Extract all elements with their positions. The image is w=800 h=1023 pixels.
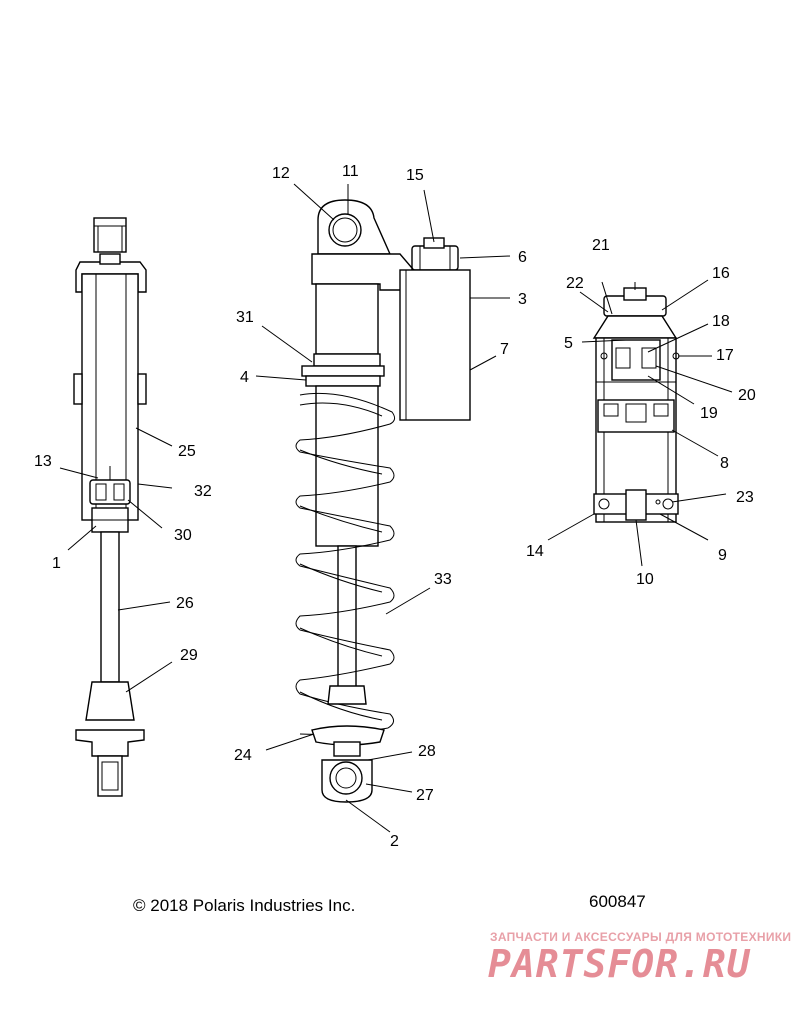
- callout-26: 26: [176, 595, 194, 612]
- center-assembly-view: [295, 199, 471, 803]
- callout-24: 24: [234, 747, 252, 764]
- callout-3: 3: [518, 291, 527, 308]
- watermark-tagline: ЗАПЧАСТИ И АКСЕССУАРЫ ДЛЯ МОТОТЕХНИКИ: [490, 930, 792, 944]
- right-reservoir-section: [592, 282, 680, 523]
- callout-15: 15: [406, 167, 424, 184]
- callout-31: 31: [236, 309, 254, 326]
- callout-25: 25: [178, 443, 196, 460]
- callout-29: 29: [180, 647, 198, 664]
- callout-32: 32: [194, 483, 212, 500]
- callout-10: 10: [636, 571, 654, 588]
- callout-14: 14: [526, 543, 544, 560]
- callout-19: 19: [700, 405, 718, 422]
- callout-17: 17: [716, 347, 734, 364]
- callout-21: 21: [592, 237, 610, 254]
- callout-11: 11: [342, 163, 359, 180]
- leader-lines: [59, 183, 733, 833]
- callout-1: 1: [52, 555, 61, 572]
- figure-number: 600847: [589, 892, 646, 911]
- callout-2: 2: [390, 833, 399, 850]
- callout-28: 28: [418, 743, 436, 760]
- copyright-text: © 2018 Polaris Industries Inc.: [133, 896, 356, 915]
- callout-4: 4: [240, 369, 249, 386]
- callout-22: 22: [566, 275, 584, 292]
- callout-27: 27: [416, 787, 434, 804]
- callout-9: 9: [718, 547, 727, 564]
- left-section-view: [73, 217, 147, 797]
- callout-20: 20: [738, 387, 756, 404]
- callout-33: 33: [434, 571, 452, 588]
- callout-8: 8: [720, 455, 729, 472]
- callout-5: 5: [564, 335, 573, 352]
- callout-7: 7: [500, 341, 509, 358]
- callout-12: 12: [272, 165, 290, 182]
- callout-23: 23: [736, 489, 754, 506]
- callout-18: 18: [712, 313, 730, 330]
- callout-16: 16: [712, 265, 730, 282]
- watermark-logo: PARTSFOR.RU: [488, 942, 751, 986]
- callout-30: 30: [174, 527, 192, 544]
- callout-6: 6: [518, 249, 527, 266]
- callout-labels: 1 2 3 4 5 6 7 8 9 10 11 12 13 14 15 16 1…: [34, 163, 756, 850]
- callout-13: 13: [34, 453, 52, 470]
- coil-spring: [295, 392, 396, 735]
